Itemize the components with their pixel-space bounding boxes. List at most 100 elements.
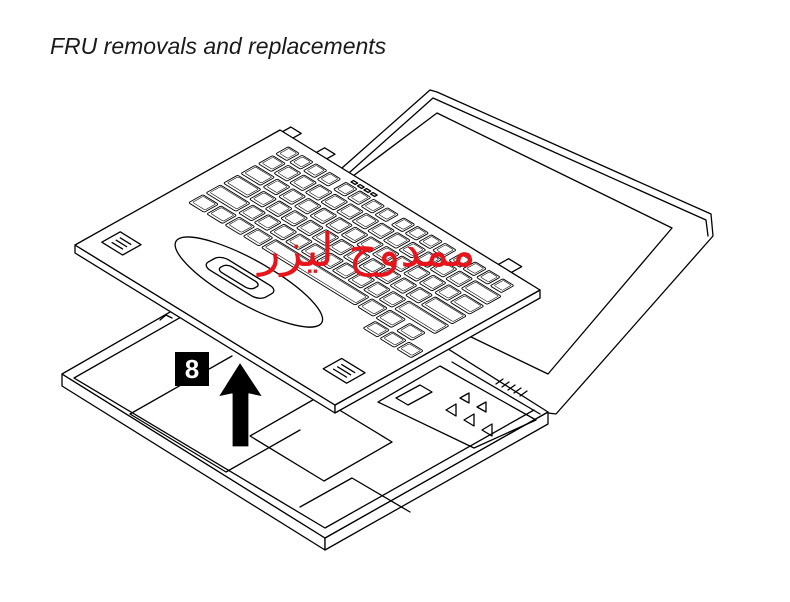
keyboard-key xyxy=(312,230,339,246)
keycap-top xyxy=(247,230,270,244)
keyboard-key xyxy=(263,179,290,195)
trackpad-button-inner xyxy=(217,264,261,291)
keyboard-key xyxy=(414,252,441,268)
keycap-top xyxy=(401,344,421,356)
keyboard-key xyxy=(374,268,401,284)
keycap-top xyxy=(409,289,430,301)
keycap-top xyxy=(384,333,404,345)
keyboard-key xyxy=(403,265,430,281)
keyboard-key xyxy=(270,224,297,240)
keyboard-key xyxy=(327,239,354,255)
keycap-top xyxy=(274,226,295,238)
lid-edge-thickness xyxy=(349,97,709,237)
keycap-top xyxy=(307,165,324,175)
front-lip-detail xyxy=(299,477,411,513)
keyboard-key xyxy=(343,249,370,265)
keyboard-key xyxy=(357,237,384,253)
keyboard-key xyxy=(372,246,399,262)
keyboard-key xyxy=(430,261,457,277)
keyboard-key xyxy=(367,223,394,239)
keycap-top xyxy=(356,215,377,227)
keyboard-key xyxy=(388,256,415,272)
keyboard-key xyxy=(317,172,341,186)
keyboard-key xyxy=(461,280,501,304)
keycap-top xyxy=(465,282,499,302)
keyboard-key xyxy=(476,270,500,284)
keycap-top xyxy=(494,280,511,290)
keycap-top xyxy=(278,167,299,179)
keycap-top xyxy=(285,212,306,224)
keyboard-plane xyxy=(75,124,550,405)
led-indicator xyxy=(364,189,371,193)
keyboard-key xyxy=(376,310,406,328)
keyboard-key xyxy=(419,275,446,291)
keyboard-key xyxy=(310,208,337,224)
keyboard-key xyxy=(305,184,332,200)
keycap-top xyxy=(300,222,321,234)
keycap-top xyxy=(321,174,338,184)
keycap-top xyxy=(280,148,297,158)
keycap-top xyxy=(365,201,382,211)
keyboard-key xyxy=(348,272,375,288)
keycap-top xyxy=(265,241,366,303)
keycap-top xyxy=(395,219,412,229)
keyboard-key xyxy=(445,271,472,287)
keyboard-key xyxy=(261,239,369,305)
keycap-top xyxy=(242,207,263,219)
keyboard-key xyxy=(207,206,237,224)
keycap-top xyxy=(394,279,415,291)
keyboard xyxy=(75,124,550,413)
keyboard-key xyxy=(241,165,275,185)
keycap-top xyxy=(227,177,258,195)
keyboard-key xyxy=(419,235,443,249)
triangle-button-icon xyxy=(463,413,475,427)
keyboard-key xyxy=(289,175,316,191)
connector-recess xyxy=(249,396,393,482)
keyboard-key xyxy=(325,217,352,233)
keycap-top xyxy=(367,323,387,335)
keyboard-key xyxy=(341,227,368,243)
keycap-top xyxy=(403,244,424,256)
keycap-top xyxy=(392,257,413,269)
keycap-top xyxy=(423,277,444,289)
keyboard-key xyxy=(380,332,407,348)
triangle-button-icon xyxy=(459,392,470,404)
keycap-top xyxy=(439,286,460,298)
keyboard-key xyxy=(375,208,399,222)
keyboard-key xyxy=(449,253,473,267)
led-indicator xyxy=(371,193,378,197)
keyboard-key xyxy=(463,262,487,276)
keyboard-key xyxy=(363,321,390,337)
keycap-top xyxy=(325,196,346,208)
watermark-text: ممدوح ليزر xyxy=(258,223,476,277)
keyboard-key xyxy=(316,253,343,269)
keyboard-key xyxy=(279,189,306,205)
keycap-top xyxy=(480,272,497,282)
keycap-top xyxy=(289,235,310,247)
keyboard-key xyxy=(450,294,484,314)
lid-hinge-edge xyxy=(451,361,541,415)
keyboard-key xyxy=(347,191,371,205)
keycap-top xyxy=(193,196,216,210)
triangle-button-icon xyxy=(445,403,457,417)
keycap-top xyxy=(453,255,470,265)
keycap-top xyxy=(245,167,272,183)
keycap-top xyxy=(378,270,399,282)
keyboard-key xyxy=(379,291,406,307)
trackpad-buttons xyxy=(202,255,278,301)
led-indicator xyxy=(358,185,365,189)
keycap-top xyxy=(436,245,453,255)
keycap-top xyxy=(425,298,464,321)
keycap-top xyxy=(258,216,279,228)
keyboard-key xyxy=(383,232,410,248)
keycap-top xyxy=(211,208,234,222)
keyboard-key xyxy=(352,213,379,229)
keycap-top xyxy=(320,255,341,267)
keycap-top xyxy=(331,241,352,253)
keycap-top xyxy=(267,181,288,193)
keyboard-key xyxy=(249,191,276,207)
keycap-top xyxy=(329,219,350,231)
arrow-up-icon xyxy=(217,361,264,448)
